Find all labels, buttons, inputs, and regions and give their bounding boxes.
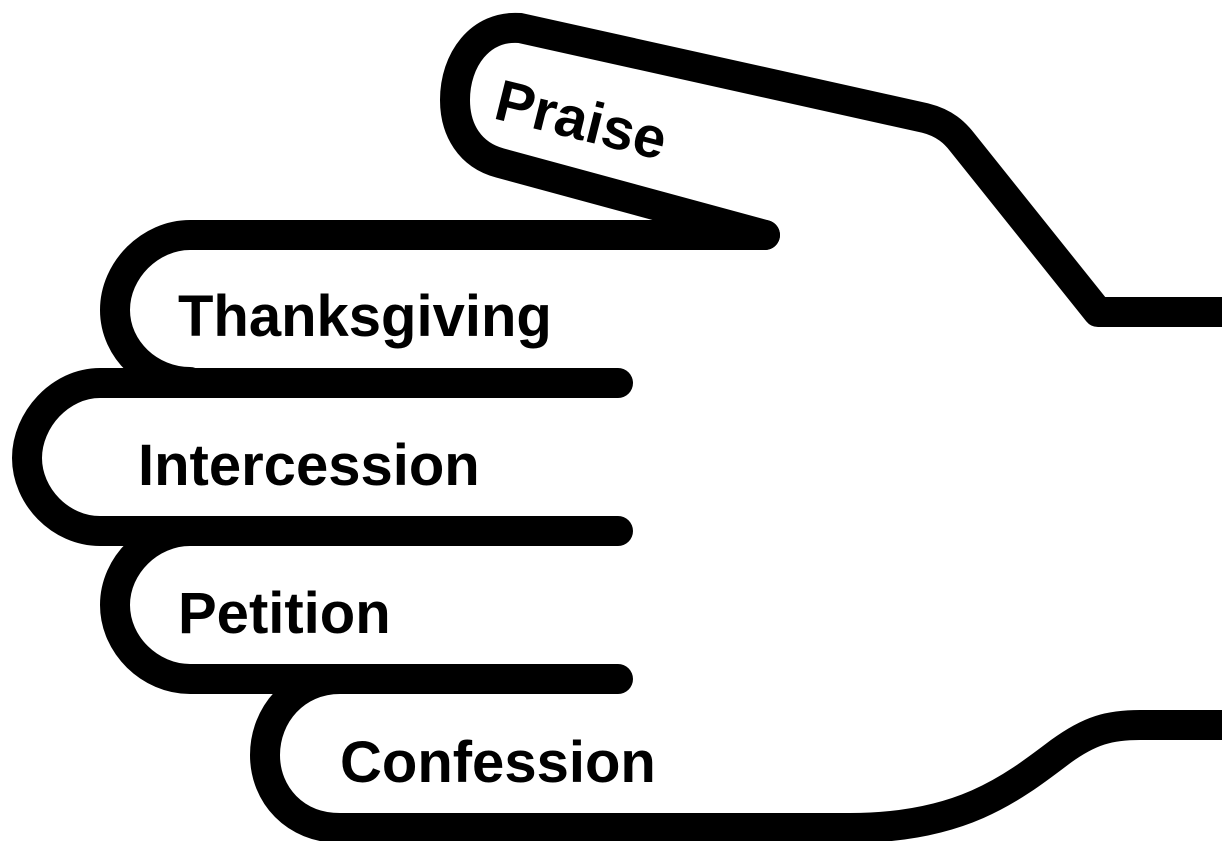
thumb-outline <box>440 12 1222 327</box>
middle-finger-outline <box>12 368 633 546</box>
ring-finger-label: Petition <box>178 581 391 646</box>
index-finger-label: Thanksgiving <box>178 284 552 349</box>
ring-finger-outline <box>100 516 633 694</box>
pinky-finger-label: Confession <box>340 730 656 795</box>
pinky-finger-outline <box>250 664 1222 841</box>
middle-finger-label: Intercession <box>138 433 480 498</box>
